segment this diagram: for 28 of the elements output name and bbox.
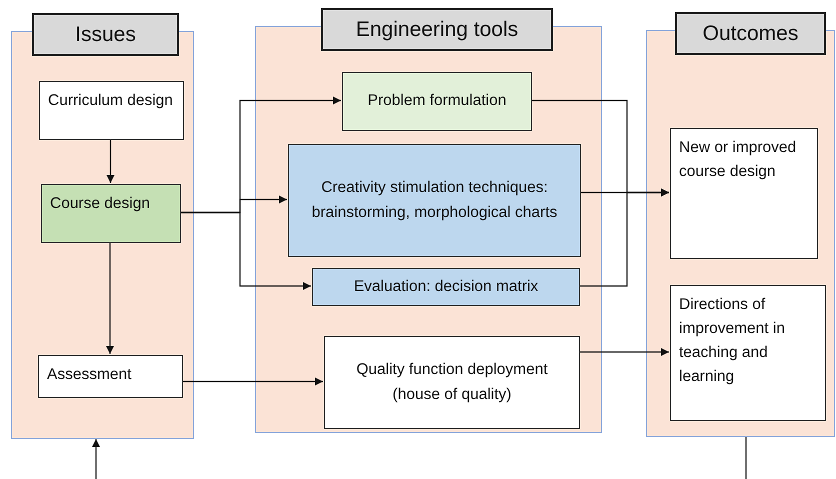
- connector-arrow: [579, 188, 669, 287]
- box-text: Creativity stimulation techniques: brainstorming, morphological charts: [310, 178, 558, 222]
- panel-heading: Issues: [32, 13, 179, 56]
- connector-arrow: [106, 242, 114, 354]
- box-text: New or improved course design: [679, 138, 798, 182]
- process-box: [41, 184, 181, 243]
- box-text: Quality function deployment (house of quality): [355, 360, 549, 404]
- process-box: [324, 336, 580, 429]
- box-text: Course design: [50, 194, 151, 214]
- box-text: Evaluation: decision matrix: [352, 276, 540, 297]
- process-box: [342, 72, 532, 131]
- process-box: [38, 355, 183, 398]
- box-text: Curriculum design: [48, 91, 174, 111]
- panel-heading: Engineering tools: [321, 8, 553, 51]
- box-text: Directions of improvement in teaching and learning: [679, 295, 786, 388]
- box-text: Assessment: [47, 365, 132, 385]
- connector-arrow: [180, 212, 311, 290]
- connector-arrow: [106, 139, 114, 183]
- process-box: [312, 268, 580, 306]
- process-box: [670, 128, 818, 259]
- panel-heading: Outcomes: [675, 12, 826, 55]
- connector-arrow: [182, 378, 323, 386]
- connector-arrow: [92, 439, 100, 479]
- process-box: [39, 81, 184, 140]
- box-text: Problem formulation: [366, 91, 508, 112]
- process-box: [288, 144, 581, 257]
- process-box: [670, 285, 826, 421]
- connector-arrow: [579, 348, 669, 356]
